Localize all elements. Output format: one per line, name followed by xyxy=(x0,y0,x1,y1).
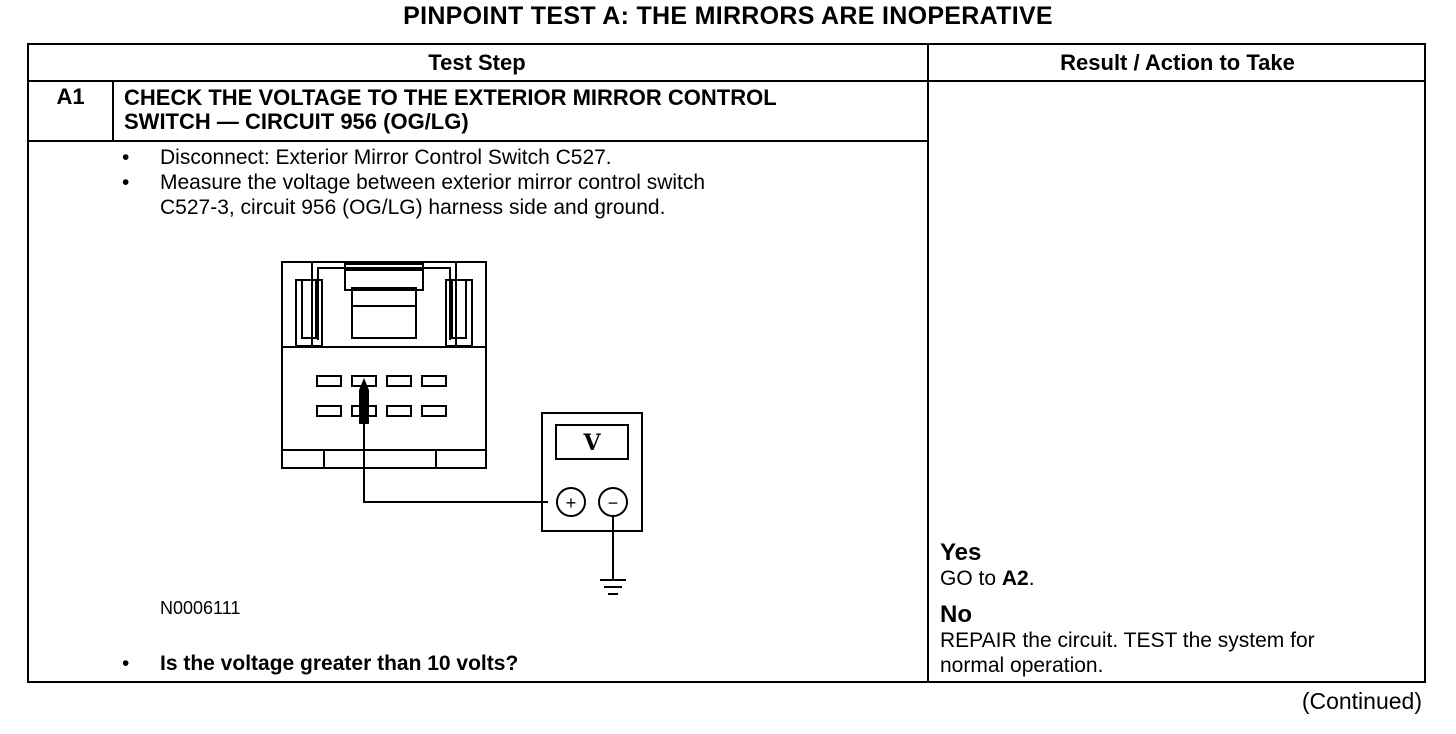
connector-latch-outline xyxy=(311,261,457,347)
bullet-mark: • xyxy=(122,652,130,675)
voltmeter-symbol: V xyxy=(582,430,601,456)
instruction-text: Measure the voltage between exterior mir… xyxy=(160,171,706,194)
voltmeter-display xyxy=(555,424,629,460)
connector-voltmeter-diagram: V + − xyxy=(281,261,643,595)
result-no-action-line-1: REPAIR the circuit. TEST the system for xyxy=(940,629,1315,652)
continued-note: (Continued) xyxy=(1301,688,1422,714)
positive-terminal xyxy=(556,487,586,517)
negative-terminal-label: − xyxy=(608,493,619,513)
step-number: A1 xyxy=(56,84,85,109)
header-divider xyxy=(27,80,1426,82)
instruction-item: • Measure the voltage between exterior m… xyxy=(120,170,920,195)
connector-right-tab-inner xyxy=(451,279,467,339)
bullet-mark: • xyxy=(122,171,130,194)
step-title-line-1: CHECK THE VOLTAGE TO THE EXTERIOR MIRROR… xyxy=(124,85,777,110)
result-yes: Yes GO to A2. xyxy=(940,540,1420,591)
result-yes-action: GO to A2. xyxy=(940,567,1035,590)
connector-latch-inner xyxy=(317,267,451,340)
page-title: PINPOINT TEST A: THE MIRRORS ARE INOPERA… xyxy=(403,2,1053,30)
instruction-text: C527-3, circuit 956 (OG/LG) harness side… xyxy=(160,196,666,219)
result-yes-label: Yes xyxy=(940,539,982,566)
step-question: • Is the voltage greater than 10 volts? xyxy=(120,652,950,676)
result-no: No REPAIR the circuit. TEST the system f… xyxy=(940,602,1420,678)
pin-cavity xyxy=(316,375,342,387)
probe-tip xyxy=(359,390,369,424)
instruction-text: Disconnect: Exterior Mirror Control Swit… xyxy=(160,146,612,169)
positive-terminal-label: + xyxy=(566,493,577,513)
pin-cavity xyxy=(386,405,412,417)
header-test-step: Test Step xyxy=(428,50,526,75)
connector-center-latch xyxy=(351,287,417,339)
connector-tab xyxy=(344,263,424,291)
figure-id: N0006111 xyxy=(160,598,241,618)
pin-cavity xyxy=(421,375,447,387)
probe-lead-positive xyxy=(363,384,548,503)
step-instructions: • Disconnect: Exterior Mirror Control Sw… xyxy=(120,145,920,220)
pin-cavity xyxy=(421,405,447,417)
goto-step-link: A2 xyxy=(1001,567,1029,590)
connector-left-tab-inner xyxy=(301,279,317,339)
result-no-label: No xyxy=(940,601,972,628)
pin-cavity xyxy=(386,375,412,387)
header-result-action: Result / Action to Take xyxy=(1060,50,1295,75)
voltmeter-body xyxy=(541,412,643,532)
pinpoint-test-table xyxy=(27,43,1426,683)
step-title: CHECK THE VOLTAGE TO THE EXTERIOR MIRROR… xyxy=(124,86,914,134)
column-divider xyxy=(927,43,929,683)
pin-cavity xyxy=(316,405,342,417)
probe-tip-point xyxy=(359,378,369,390)
connector-notch xyxy=(323,449,437,468)
bullet-mark: • xyxy=(122,146,130,169)
instruction-continuation: C527-3, circuit 956 (OG/LG) harness side… xyxy=(120,195,920,220)
question-text: Is the voltage greater than 10 volts? xyxy=(160,652,519,675)
step-title-divider xyxy=(27,140,929,142)
result-no-action-line-2: normal operation. xyxy=(940,654,1104,677)
instruction-item: • Disconnect: Exterior Mirror Control Sw… xyxy=(120,145,920,170)
step-title-line-2: SWITCH — CIRCUIT 956 (OG/LG) xyxy=(124,109,469,134)
step-number-divider xyxy=(112,80,114,142)
